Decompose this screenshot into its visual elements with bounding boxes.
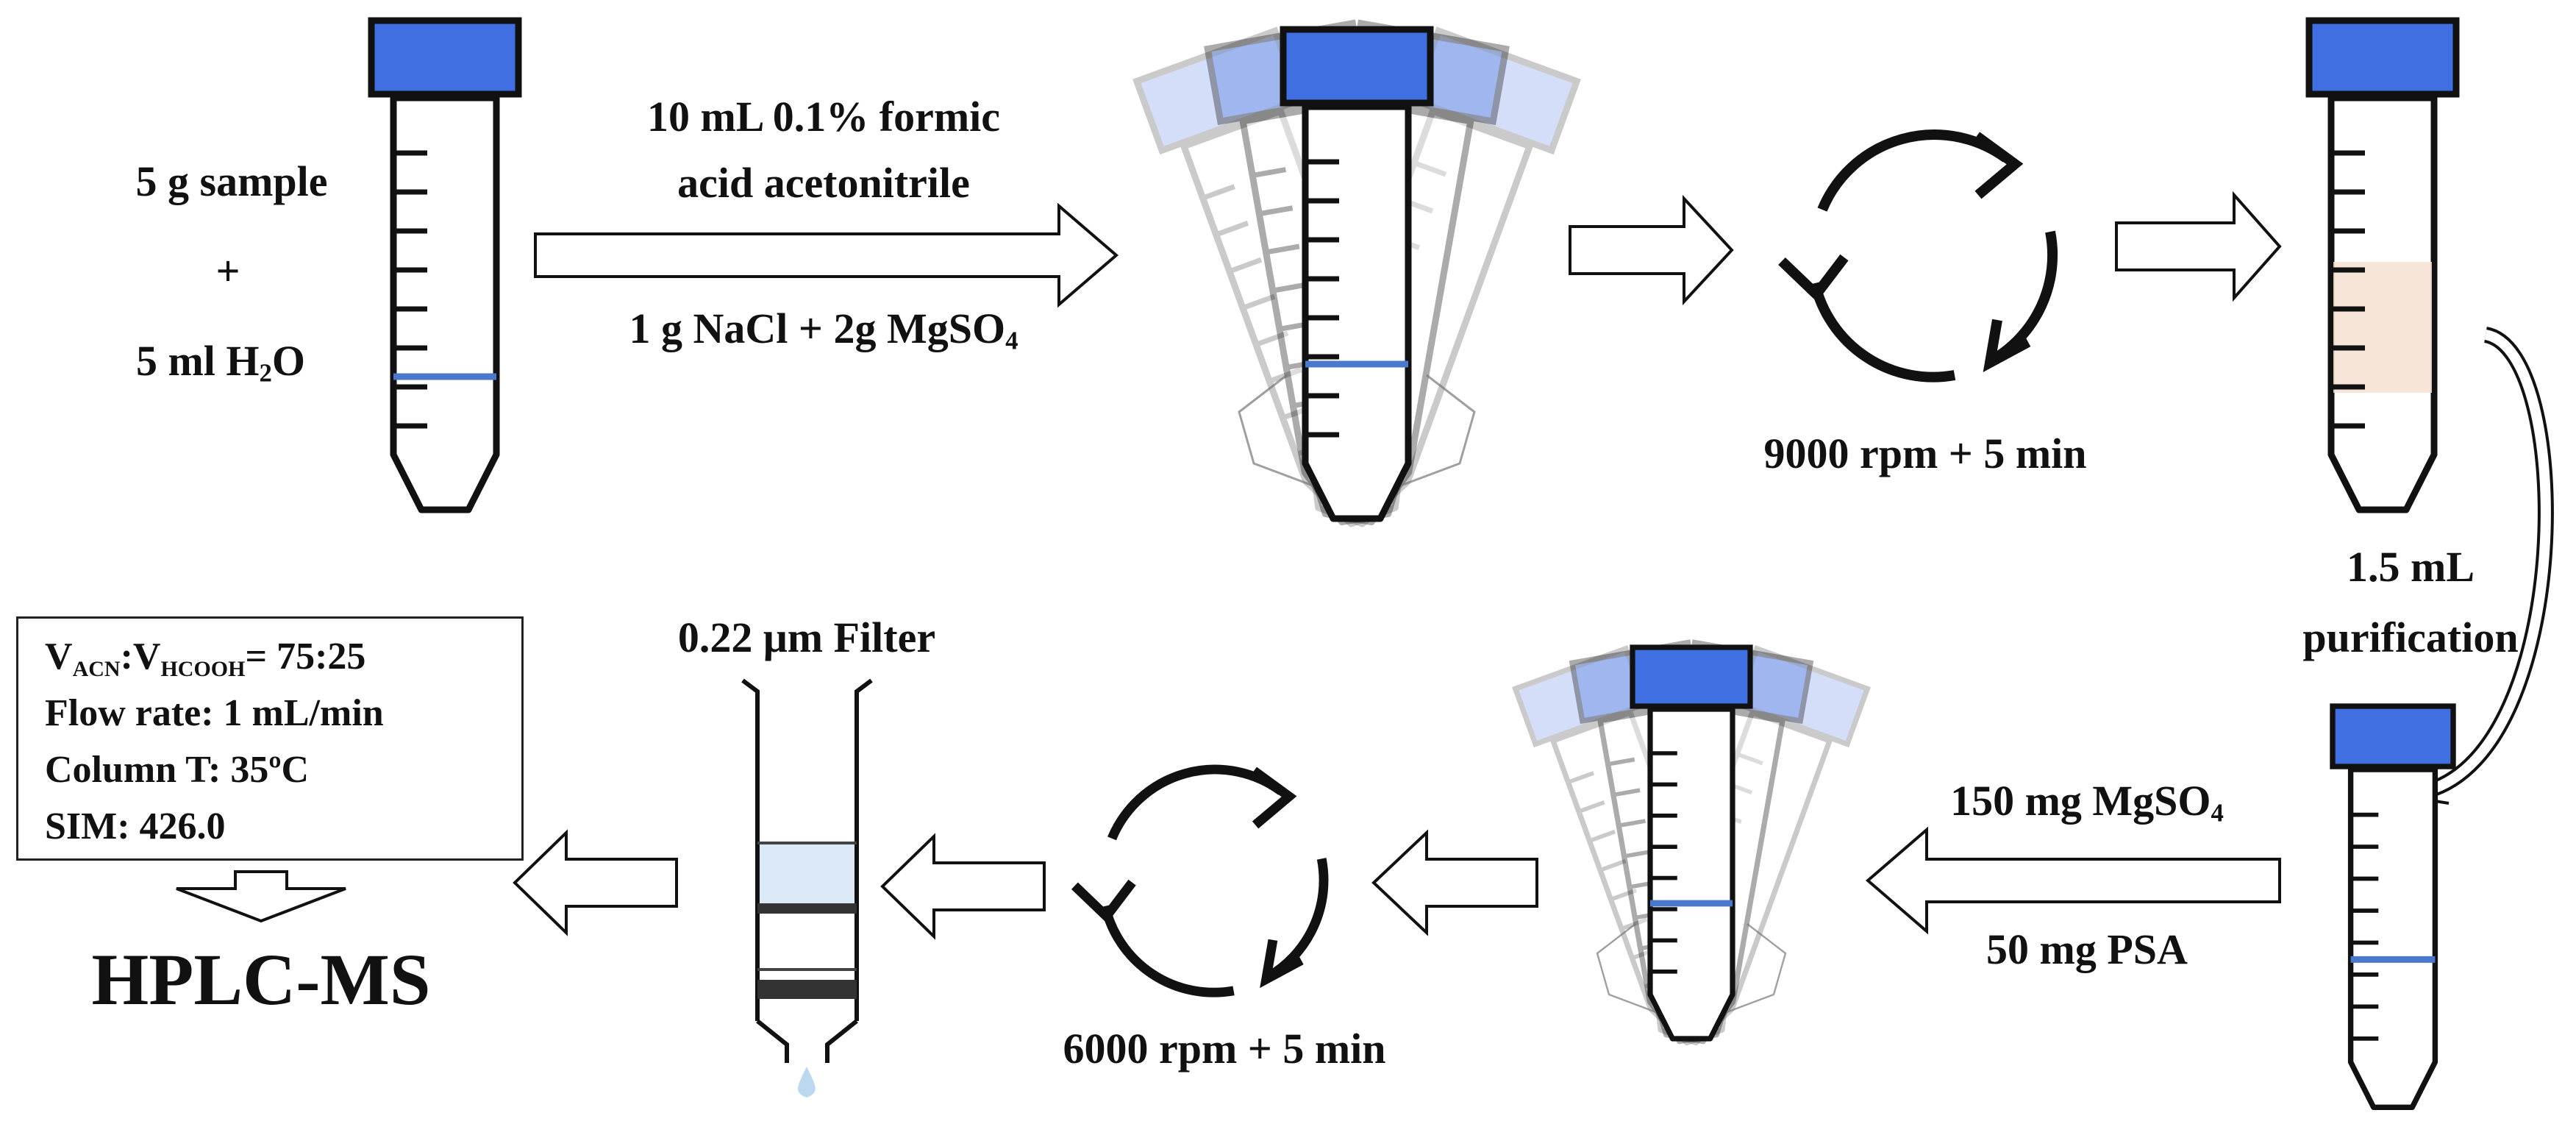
instrument-title: HPLC-MS [91,939,431,1020]
salts-label: 1 g NaCl + 2g MgSO4 [629,305,1018,355]
syringe-filter-icon [741,678,873,1098]
arrow-down-to-instrument [176,870,346,923]
sample-amount-label: 5 g sample [135,157,328,205]
arrow-add-reagents [534,202,1119,308]
mobile-phase-ratio: VACN:VHCOOH= 75:25 [45,636,366,681]
flow-rate: Flow rate: 1 mL/min [45,692,384,734]
arrow-to-centrifuge-2 [1371,829,1538,936]
psa-label: 50 mg PSA [1986,925,2188,973]
purification-tube [2333,706,2453,1107]
purification-label: purification [2302,613,2519,661]
sim-value: SIM: 426.0 [45,805,226,847]
arrow-add-sorbents [1865,826,2281,935]
column-temperature: Column T: 35ºC [45,749,310,791]
hplc-conditions-box: VACN:VHCOOH= 75:25 Flow rate: 1 mL/min C… [16,616,524,861]
shaking-tube-2 [1516,642,1868,1056]
supernatant-tube [2309,21,2456,510]
arrow-to-centrifuge-1 [1569,194,1734,306]
transfer-volume-label: 1.5 mL [2347,543,2475,591]
centrifuge-cycle-icon-2 [1074,769,1324,992]
filter-label: 0.22 μm Filter [677,613,936,661]
plus-sign: + [215,247,240,295]
arrow-to-hplc [513,829,678,936]
centrifuge-1-label: 9000 rpm + 5 min [1763,430,2087,477]
solvent-label-line1: 10 mL 0.1% formic [646,93,1001,140]
centrifuge-cycle-icon-1 [1782,135,2052,377]
arrow-to-filter [880,833,1046,940]
centrifuge-2-label: 6000 rpm + 5 min [1063,1025,1386,1073]
arrow-to-extract [2115,191,2282,302]
sample-tube [371,21,518,510]
water-amount-label: 5 ml H2O [135,337,306,388]
mgso4-label: 150 mg MgSO4 [1950,777,2224,828]
shaking-tube [1137,24,1577,541]
solvent-label-line2: acid acetonitrile [677,159,970,207]
